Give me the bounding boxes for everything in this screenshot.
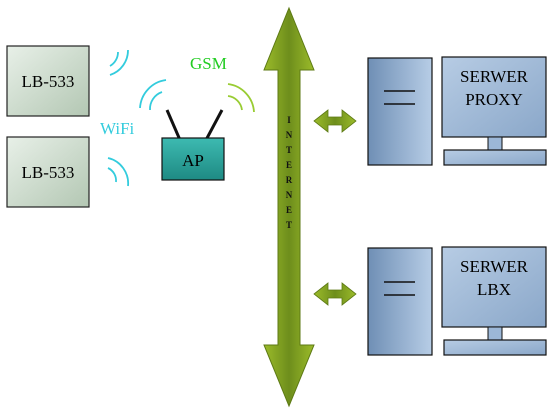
link-arrow-lbx xyxy=(313,282,357,306)
server-proxy-line2: PROXY xyxy=(465,90,523,109)
internet-letter: E xyxy=(286,160,292,170)
wifi-signal-icon xyxy=(139,79,167,111)
lb533-device-2: LB-533 xyxy=(6,136,90,208)
server-monitor xyxy=(441,56,547,138)
server-lbx: SERWER LBX xyxy=(367,246,547,356)
wifi-label: WiFi xyxy=(100,119,135,138)
server-tower xyxy=(367,57,433,166)
lb533-device-1-label: LB-533 xyxy=(22,72,75,91)
internet-backbone-arrow xyxy=(263,6,315,408)
access-point: AP xyxy=(161,109,225,181)
server-proxy-line1: SERWER xyxy=(460,67,529,86)
access-point-label: AP xyxy=(182,151,204,170)
internet-letter: E xyxy=(286,205,292,215)
internet-letter: N xyxy=(286,190,293,200)
wifi-signal-icon xyxy=(109,49,129,76)
wifi-signal-icon xyxy=(107,157,129,187)
server-proxy: SERWER PROXY xyxy=(367,56,547,166)
link-arrow-proxy xyxy=(313,109,357,133)
antenna-right xyxy=(204,109,224,141)
lb533-device-1: LB-533 xyxy=(6,45,90,117)
internet-letter: I xyxy=(287,115,291,125)
server-lbx-line1: SERWER xyxy=(460,257,529,276)
gsm-label: GSM xyxy=(190,54,227,73)
gsm-signal-icon xyxy=(227,83,255,113)
server-monitor xyxy=(441,246,547,328)
internet-letter: R xyxy=(286,175,293,185)
server-lbx-line2: LBX xyxy=(477,280,511,299)
internet-label: I N T E R N E T xyxy=(286,115,293,230)
internet-letter: N xyxy=(286,130,293,140)
antenna-left xyxy=(165,109,182,141)
internet-letter: T xyxy=(286,220,292,230)
internet-letter: T xyxy=(286,145,292,155)
lb533-device-2-label: LB-533 xyxy=(22,163,75,182)
server-tower xyxy=(367,247,433,356)
